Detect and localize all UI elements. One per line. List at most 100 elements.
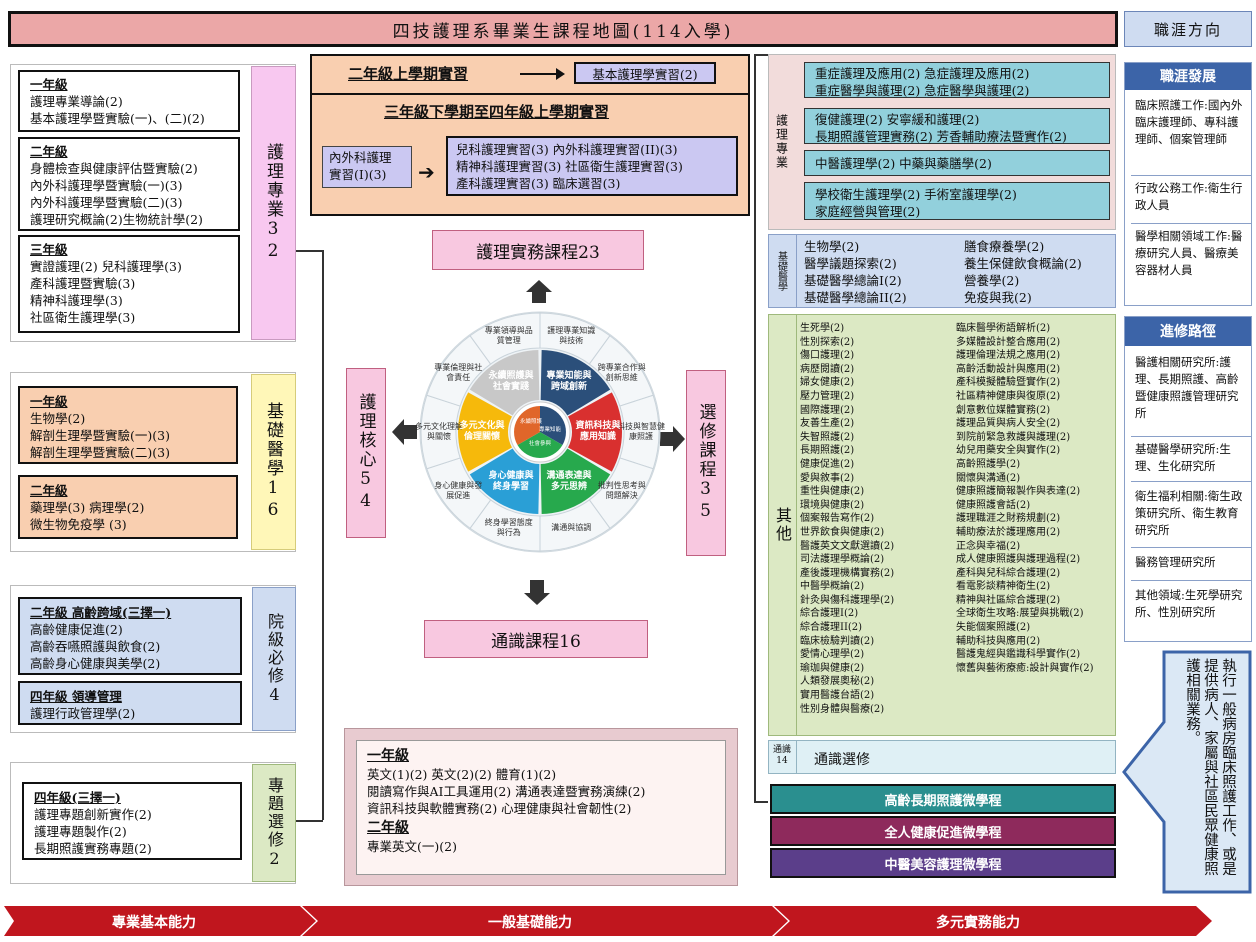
list-item: 解剖生理學暨實驗(一)(3) [30, 428, 170, 443]
list-item: 高齡活動設計與應用(2) [956, 363, 1061, 375]
list-item: 生物學(2) [804, 239, 860, 254]
wheel-inner-segment [540, 448, 611, 514]
list-item: 醫護鬼經與鑑識科學實作(2) [956, 649, 1081, 661]
list-item: 正念與幸福(2) [956, 540, 1021, 552]
list-item: 內外科護理學暨實驗(二)(3) [30, 195, 183, 210]
wheel-inner-label: 身心健康與終身學習 [488, 471, 534, 493]
list-item: 護理研究概論(2)生物統計學(2) [30, 212, 203, 227]
list-item: 綜合護理I(2) [800, 608, 859, 620]
list-item: 家庭經營與管理(2) [815, 204, 921, 219]
list-item: 病歷閱讀(2) [800, 363, 855, 375]
right-other-title: 其他 [773, 507, 792, 543]
list-item: 基礎醫學總論II(2) [804, 290, 907, 305]
list-item: 精神科護理學(3) [30, 293, 123, 308]
wheel-outer-label: 批判性思考與問題解決 [597, 481, 646, 501]
nursing-pro-label: 護理專業32 [251, 66, 296, 340]
list-item: 身體檢查與健康評估暨實驗(2) [30, 161, 198, 176]
wheel-outer-label: 科技與智慧健康照護 [617, 422, 665, 441]
list-item: 實習(I)(3) [329, 167, 387, 182]
right-other-right: 臨床醫學術語解析(2) 多媒體設計整合應用(2) 護理倫理法規之應用(2)高齡活動設… [956, 322, 1094, 675]
core-label: 護理核心54 [355, 393, 376, 513]
arrow-up-icon [526, 280, 552, 292]
college-req-label: 院級必修4 [252, 587, 296, 731]
year2-internship-label: 二年級上學期實習 [348, 65, 469, 83]
main-title-text: 四技護理系畢業生課程地圖(114入學) [392, 21, 734, 42]
list-item: 多媒體設計整合應用(2) [956, 336, 1061, 348]
micro-program-1: 高齡長期照護微學程 [770, 784, 1116, 814]
wheel-inner-label: 專業知能與跨域創新 [546, 370, 592, 392]
practice-courses-box: 護理實務課程23 [432, 230, 644, 270]
arrow-right-icon [520, 73, 560, 75]
list-item: 護理品質與病人安全(2) [956, 418, 1061, 430]
general-year1-label: 一年級 [367, 748, 409, 764]
list-item: 長期照護(2) [800, 445, 855, 457]
list-item: 高齡照護學(2) [956, 458, 1021, 470]
list-item: 護理倫理法規之應用(2) [956, 350, 1061, 362]
list-item: 護理職涯之財務規劃(2) [956, 513, 1061, 525]
med-surg-internship: 內外科護理 實習(I)(3) [322, 146, 412, 188]
career-dev-title: 職涯發展 [1160, 69, 1216, 85]
list-item: 臨床醫學術語解析(2) [956, 323, 1051, 334]
arrow-left-icon-stem [403, 425, 417, 439]
core-box: 護理核心54 [346, 368, 386, 538]
list-item: 解剖生理學暨實驗(二)(3) [30, 445, 170, 460]
list-item: 護理專業導論(2) [30, 94, 123, 109]
right-other-section [768, 314, 1116, 736]
right-nursing-label: 護理專業 [770, 58, 794, 226]
list-item: 愛與敘事(2) [800, 472, 855, 484]
right-nursing-box-3: 中醫護理學(2) 中藥與藥膳學(2) [804, 150, 1110, 176]
right-basic-section [768, 234, 1116, 308]
general-courses-box: 通識課程16 [424, 620, 648, 658]
list-item: 輔助療法於護理應用(2) [956, 526, 1061, 538]
right-other-divider [796, 314, 797, 736]
nursing-pro-year1: 一年級 護理專業導論(2) 基本護理學暨實驗(一)、(二)(2) [18, 70, 240, 132]
right-general-title: 通識14 [772, 745, 791, 766]
list-item: 產後護理機構實務(2) [800, 567, 895, 579]
college-req-year4: 四年級 領導管理 護理行政管理學(2) [18, 681, 242, 725]
list-item: 膳食療養學(2) [964, 239, 1045, 254]
wheel-hub-label: 專業知能 [538, 427, 561, 433]
elective-label: 選修課程35 [695, 403, 716, 523]
list-item: 醫學議題探索(2) [804, 256, 897, 271]
list-item: 產科模擬體驗暨實作(2) [956, 377, 1061, 389]
nursing-pro-year3: 三年級 實證護理(2) 兒科護理學(3) 產科護理暨實驗(3) 精神科護理學(3… [18, 235, 240, 333]
right-basic-title: 基礎醫學 [775, 251, 787, 291]
list-item: 世界飲食與健康(2) [800, 526, 885, 538]
list-item: 國際護理(2) [800, 404, 855, 416]
college-req-title: 院級必修4 [265, 612, 284, 706]
list-item: 資訊科技與軟體實務(2) 心理健康與社會韌性(2) [367, 801, 632, 816]
right-basic-right: 膳食療養學(2) 養生保健飲食概論(2) 營養學(2) 免疫與我(2) [964, 238, 1082, 306]
list-item: 成人健康照護與護理過程(2) [956, 554, 1081, 566]
topic-elective-year4-label: 四年級(三擇一) [34, 790, 121, 805]
topic-elective-label: 專題選修2 [252, 764, 296, 882]
study-path-frame [1124, 316, 1252, 642]
arrow-down-icon [524, 593, 550, 605]
list-item: 全球衛生攻略:展望與挑戰(2) [956, 608, 1084, 620]
basic-med-label: 基礎醫學16 [251, 374, 296, 550]
right-nursing-box-1: 重症護理及應用(2) 急症護理及應用(2) 重症醫學與護理(2) 急症醫學與護理… [804, 62, 1110, 98]
list-item: 復健護理(2) 安寧緩和護理(2) [815, 112, 980, 127]
list-item: 社區精神健康與復原(2) [956, 390, 1061, 402]
bottom-bar-label-2: 一般基礎能力 [488, 915, 572, 931]
list-item: 性別身體與醫療(2) [800, 703, 885, 715]
list-item: 瑜珈與健康(2) [800, 662, 865, 674]
list-item: 護理專題創新實作(2) [34, 807, 152, 822]
basic-med-year1: 一年級 生物學(2) 解剖生理學暨實驗(一)(3) 解剖生理學暨實驗(二)(3) [18, 386, 238, 464]
right-nursing-box-2: 復健護理(2) 安寧緩和護理(2) 長期照護管理實務(2) 芳香輔助療法暨實作(… [804, 108, 1110, 144]
elective-box: 選修課程35 [686, 370, 726, 556]
wheel-outer-label: 身心健康與發展促進 [434, 481, 483, 501]
list-item: 重症護理及應用(2) 急症護理及應用(2) [815, 66, 1030, 81]
basic-med-year2: 二年級 藥理學(3) 病理學(2) 微生物免疫學 (3) [18, 475, 238, 539]
list-item: 閱讀寫作與AI工具運用(2) 溝通表達暨實務演練(2) [367, 784, 646, 799]
list-item: 幼兒用藥安全與實作(2) [956, 445, 1061, 457]
micro-program-3-label: 中醫美容護理微學程 [884, 857, 1002, 873]
list-item: 中醫學概論(2) [800, 581, 865, 593]
arrow-right-icon [673, 426, 685, 452]
college-req-year4-label: 四年級 領導管理 [30, 689, 122, 704]
basic-med-year2-label: 二年級 [30, 483, 68, 498]
list-item: 內外科護理 [329, 150, 392, 165]
right-basic-label: 基礎醫學 [770, 236, 792, 306]
career-header: 職涯方向 [1124, 11, 1252, 47]
list-item: 健康照護會話(2) [956, 499, 1031, 511]
nursing-pro-year2: 二年級 身體檢查與健康評估暨實驗(2) 內外科護理學暨實驗(一)(3) 內外科護… [18, 137, 240, 231]
